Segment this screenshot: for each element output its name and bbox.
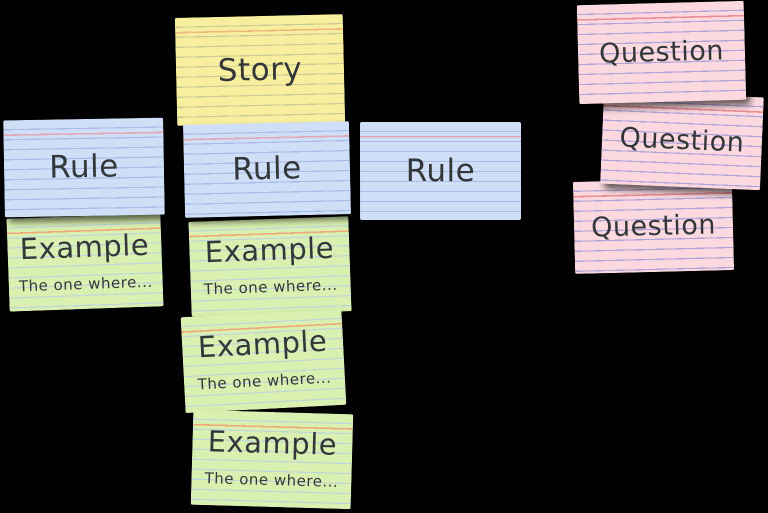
rule-card-label: Rule [405,152,476,189]
story-card[interactable]: Story [174,14,346,126]
rule-card-label: Rule [231,150,303,188]
rule-card[interactable]: Rule [3,117,165,218]
story-card-label: Story [217,50,303,89]
example-card-label: Example [197,323,329,365]
question-card[interactable]: Question [572,178,735,274]
example-card[interactable]: Example The one where... [190,409,354,510]
rule-card-label: Rule [48,148,120,186]
question-card[interactable]: Question [576,0,747,105]
rule-card[interactable]: Rule [182,121,352,218]
example-card-subtitle: The one where... [18,272,153,296]
example-card-subtitle: The one where... [203,275,338,299]
question-card-label: Question [598,35,725,70]
example-card-subtitle: The one where... [204,469,339,491]
rule-card[interactable]: Rule [360,122,521,220]
example-card-label: Example [19,227,150,267]
example-card-label: Example [204,230,335,270]
example-card[interactable]: Example The one where... [180,308,347,414]
example-card-label: Example [207,424,338,462]
question-card-label: Question [619,122,745,159]
question-card[interactable]: Question [600,90,764,191]
example-card-subtitle: The one where... [197,368,332,394]
question-card-label: Question [590,208,717,244]
example-card[interactable]: Example The one where... [6,213,164,312]
example-card[interactable]: Example The one where... [188,216,352,317]
